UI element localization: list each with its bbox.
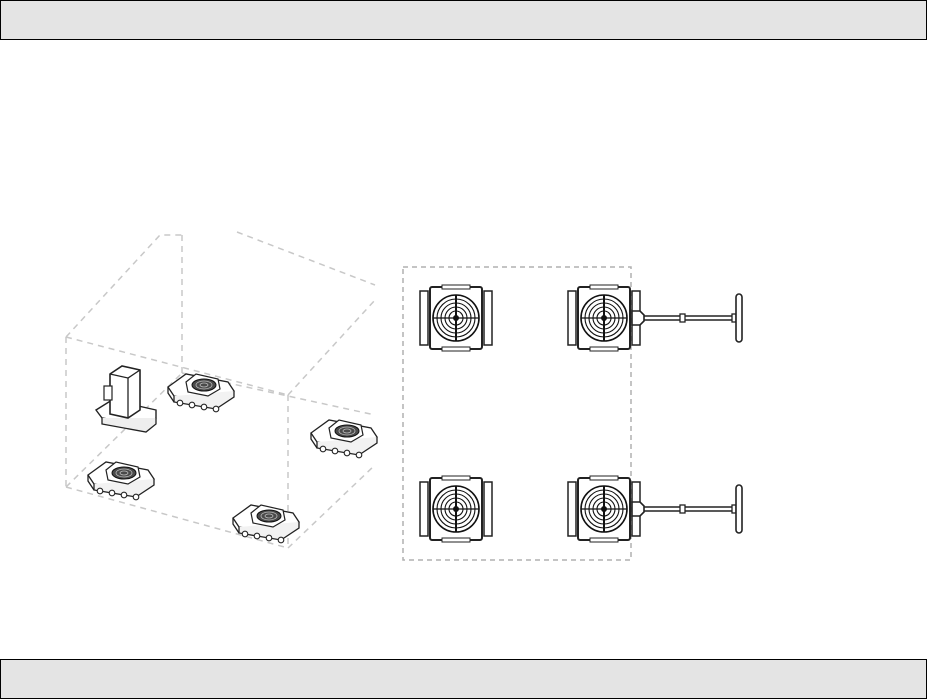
footer-bar [0,659,927,699]
steering-skate-icon [96,366,156,432]
machine-skate-icon [311,420,377,458]
tow-bar-icon [632,294,742,342]
footer-text [1,671,11,687]
top-view [403,267,742,560]
machine-skate-icon [420,476,492,542]
tow-bar-icon [632,485,742,533]
machine-skate-icon [420,285,492,351]
machine-skate-icon [168,374,234,412]
machine-skate-icon [88,462,154,500]
machine-skate-icon [568,476,640,542]
machine-skate-icon [568,285,640,351]
machine-skate-icon [233,505,299,543]
isometric-view [66,232,377,548]
